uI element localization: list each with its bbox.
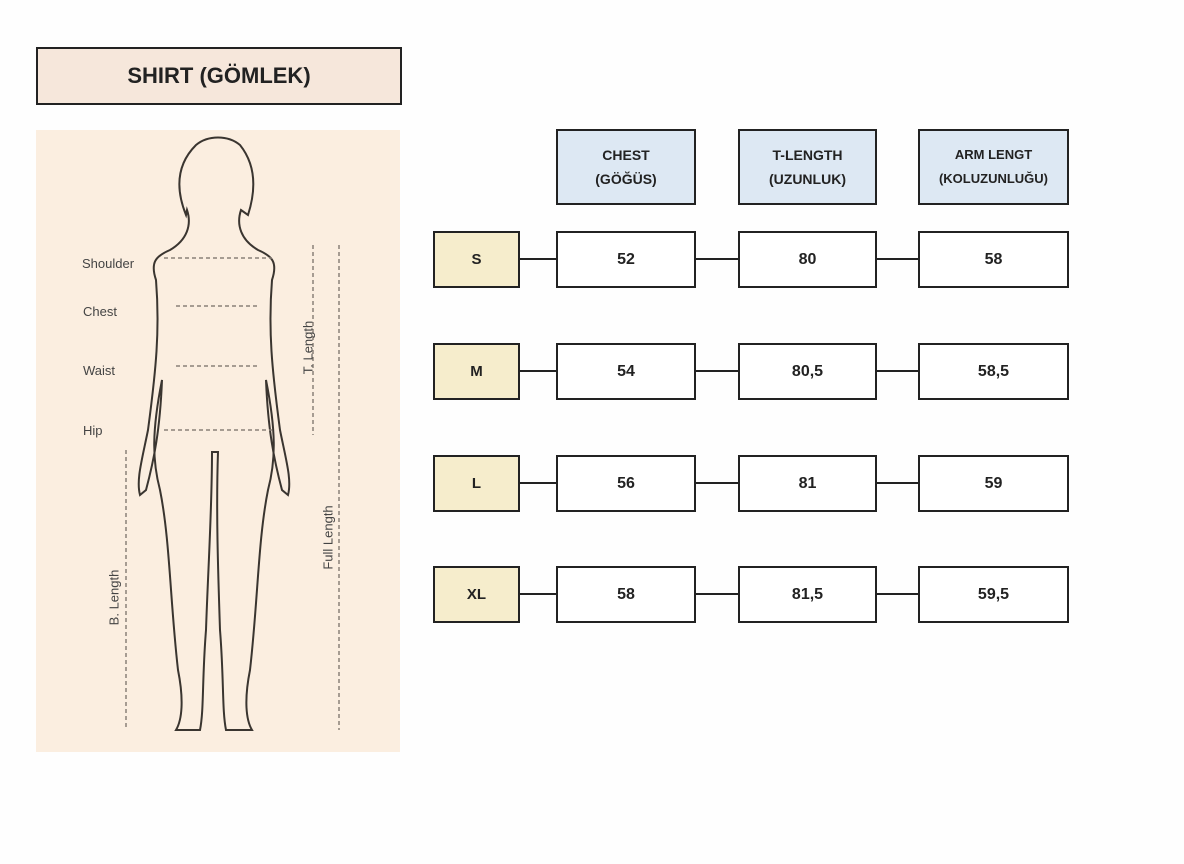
- measurement-value: 59,5: [918, 566, 1069, 623]
- size-label: L: [433, 455, 520, 512]
- header-text: ARM LENGT: [954, 147, 1033, 162]
- connector-line: [520, 370, 556, 372]
- label-t-length: T. Length: [300, 320, 316, 375]
- label-b-length: B. Length: [106, 569, 122, 626]
- size-label: S: [433, 231, 520, 288]
- header-subtext: (UZUNLUK): [769, 171, 846, 187]
- size-label: M: [433, 343, 520, 400]
- measurement-value: 58,5: [918, 343, 1069, 400]
- connector-line: [520, 593, 556, 595]
- measurement-value: 52: [556, 231, 696, 288]
- measurement-value: 58: [556, 566, 696, 623]
- label-waist: Waist: [83, 363, 116, 378]
- connector-line: [877, 482, 918, 484]
- connector-line: [696, 258, 738, 260]
- header-text: CHEST: [602, 147, 650, 163]
- measurement-value: 58: [918, 231, 1069, 288]
- measurement-value: 80,5: [738, 343, 877, 400]
- measurement-value: 81: [738, 455, 877, 512]
- connector-line: [696, 482, 738, 484]
- page-title: SHIRT (GÖMLEK): [36, 47, 402, 105]
- connector-line: [696, 593, 738, 595]
- label-shoulder: Shoulder: [82, 256, 135, 271]
- column-header-chest: CHEST (GÖĞÜS): [556, 129, 696, 205]
- body-outline-illustration: [125, 136, 340, 731]
- measurement-value: 80: [738, 231, 877, 288]
- connector-line: [877, 593, 918, 595]
- body-figure-panel: Shoulder Chest Waist Hip T. Length Full …: [36, 130, 400, 752]
- header-subtext: (KOLUZUNLUĞU): [938, 171, 1049, 186]
- header-text: T-LENGTH: [772, 147, 843, 163]
- connector-line: [696, 370, 738, 372]
- connector-line: [520, 482, 556, 484]
- connector-line: [877, 370, 918, 372]
- header-subtext: (GÖĞÜS): [595, 171, 657, 187]
- label-full-length: Full Length: [320, 505, 336, 570]
- measurement-value: 56: [556, 455, 696, 512]
- label-chest: Chest: [83, 304, 117, 319]
- column-header-arm-length: ARM LENGT (KOLUZUNLUĞU): [918, 129, 1069, 205]
- measurement-value: 59: [918, 455, 1069, 512]
- measurement-value: 81,5: [738, 566, 877, 623]
- measurement-value: 54: [556, 343, 696, 400]
- label-hip: Hip: [83, 423, 103, 438]
- connector-line: [520, 258, 556, 260]
- column-header-t-length: T-LENGTH (UZUNLUK): [738, 129, 877, 205]
- size-label: XL: [433, 566, 520, 623]
- connector-line: [877, 258, 918, 260]
